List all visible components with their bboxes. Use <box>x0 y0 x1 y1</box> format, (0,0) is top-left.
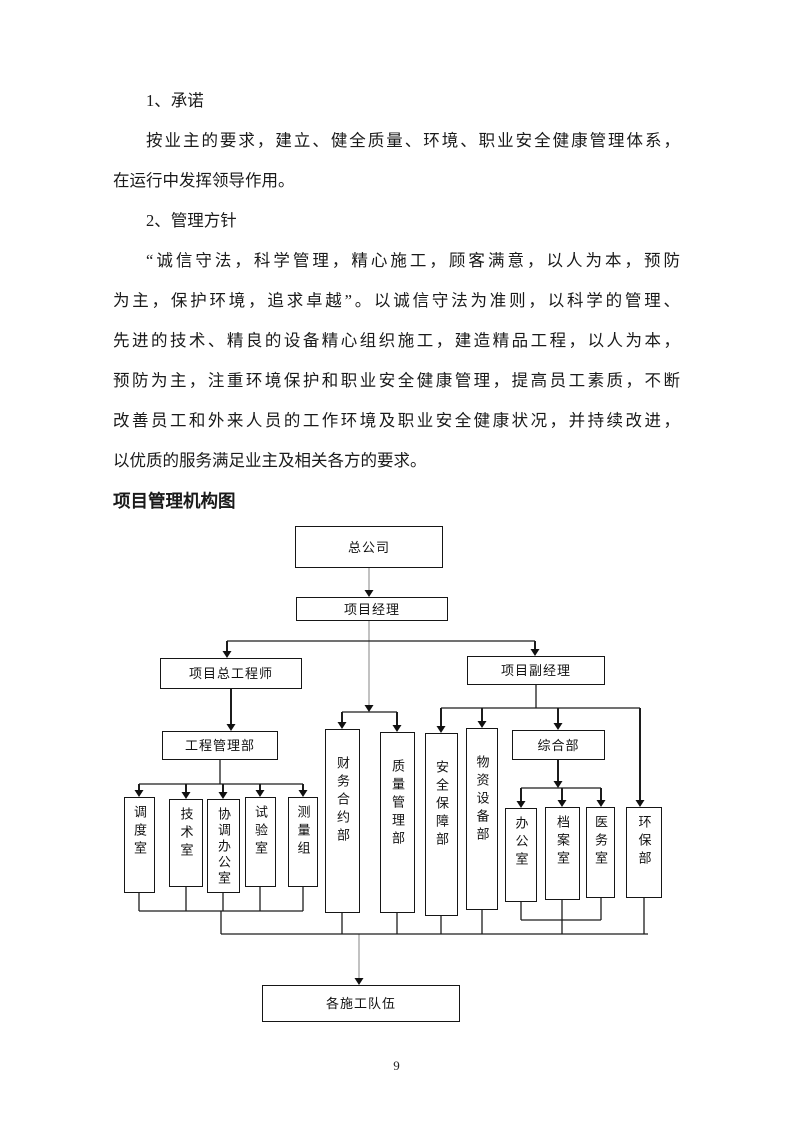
paragraph-line: 1、承诺 <box>146 91 204 110</box>
org-node-label: 调度室 <box>132 805 147 859</box>
paragraph-line: 2、管理方针 <box>146 211 237 230</box>
org-node-quality-dept: 质量管理部 <box>380 732 415 913</box>
page-number: 9 <box>393 1058 400 1073</box>
org-node-technical-room: 技术室 <box>169 799 203 887</box>
org-node-label: 技术室 <box>178 807 194 861</box>
org-node-label: 总公司 <box>347 539 390 555</box>
paragraph-line: 在运行中发挥领导作用。 <box>113 171 295 190</box>
org-node-general-dept: 综合部 <box>512 730 605 760</box>
paragraph-line: “诚信守法，科学管理，精心施工，顾客满意，以人为本，预防 <box>146 251 680 270</box>
org-node-office: 办公室 <box>505 808 537 902</box>
org-node-label: 安全保障部 <box>434 760 449 850</box>
org-node-label: 试验室 <box>253 805 268 859</box>
org-node-label: 项目总工程师 <box>188 666 273 681</box>
org-node-medical-room: 医务室 <box>586 807 615 898</box>
org-node-label: 物资设备部 <box>474 755 490 845</box>
org-node-chief-engineer: 项目总工程师 <box>160 658 302 689</box>
org-node-label: 医务室 <box>593 815 608 869</box>
org-node-label: 工程管理部 <box>184 738 255 753</box>
org-node-label: 办公室 <box>513 816 529 870</box>
org-node-deputy-manager: 项目副经理 <box>467 656 605 685</box>
org-node-construction-teams: 各施工队伍 <box>262 985 460 1022</box>
org-node-safety-dept: 安全保障部 <box>425 733 458 916</box>
paragraph-line: 先进的技术、精良的设备精心组织施工，建造精品工程，以人为本， <box>113 331 680 350</box>
org-node-dispatch-room: 调度室 <box>124 797 155 893</box>
org-node-label: 项目副经理 <box>500 663 571 678</box>
org-node-label: 各施工队伍 <box>325 996 396 1011</box>
body-text: 1、承诺 按业主的要求，建立、健全质量、环境、职业安全健康管理体系， 在运行中发… <box>113 81 680 521</box>
paragraph-line: 预防为主，注重环境保护和职业安全健康管理，提高员工素质，不断 <box>113 371 680 390</box>
org-node-survey-team: 测量组 <box>288 797 318 887</box>
paragraph-line: 为主，保护环境，追求卓越”。以诚信守法为准则，以科学的管理、 <box>113 291 680 310</box>
org-node-label: 测量组 <box>295 805 311 859</box>
org-node-finance-contract-dept: 财务合约部 <box>325 729 360 913</box>
org-node-coordination-office: 协调办公室 <box>207 799 240 893</box>
org-node-materials-equipment-dept: 物资设备部 <box>466 728 498 910</box>
org-node-archives-room: 档案室 <box>545 807 580 900</box>
paragraph-line: 按业主的要求，建立、健全质量、环境、职业安全健康管理体系， <box>146 131 680 150</box>
org-node-test-room: 试验室 <box>245 797 276 887</box>
org-node-label: 财务合约部 <box>335 756 350 846</box>
org-node-environment-dept: 环保部 <box>626 807 662 898</box>
org-node-project-manager: 项目经理 <box>296 597 448 621</box>
org-node-engineering-dept: 工程管理部 <box>162 731 278 760</box>
org-node-label: 协调办公室 <box>216 807 231 887</box>
paragraph-line: 改善员工和外来人员的工作环境及职业安全健康状况，并持续改进， <box>113 411 680 430</box>
paragraph-line: 以优质的服务满足业主及相关各方的要求。 <box>113 451 427 470</box>
org-chart-title: 项目管理机构图 <box>113 491 236 511</box>
org-node-label: 档案室 <box>555 815 570 869</box>
org-node-label: 环保部 <box>636 815 652 869</box>
org-node-label: 项目经理 <box>343 601 400 617</box>
org-node-head-office: 总公司 <box>295 526 443 568</box>
org-node-label: 综合部 <box>537 737 580 753</box>
org-node-label: 质量管理部 <box>390 759 405 849</box>
